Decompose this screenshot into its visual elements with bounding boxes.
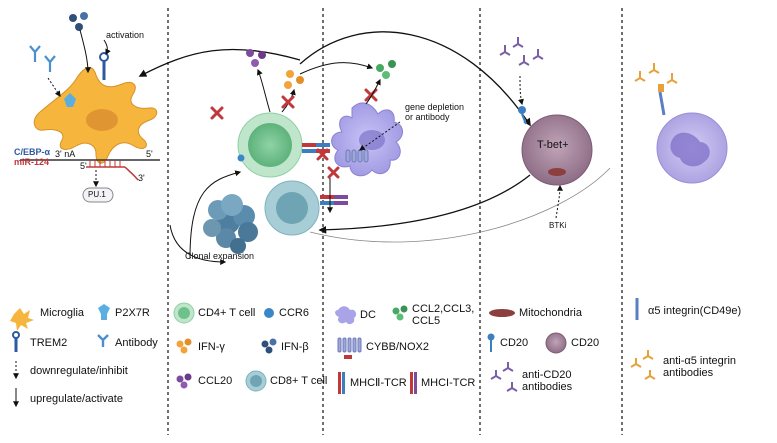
- ifng-dots: [284, 70, 304, 89]
- cytokine-to-microglia-arrow: [138, 48, 301, 77]
- microglia-cell: [33, 66, 158, 164]
- cebp-label: C/EBP-α: [14, 147, 51, 157]
- gene-depletion-label-1: gene depletion: [405, 102, 465, 112]
- dendritic-cell: [331, 102, 403, 177]
- legend-downregulate: downregulate/inhibit: [30, 365, 128, 377]
- clonal-expansion-label: Clonal expansion: [185, 251, 255, 261]
- ccl-dots: [376, 60, 396, 79]
- a5-integrin-receptor: [658, 84, 666, 116]
- legend-icons: [10, 298, 656, 408]
- ccl20-arrow: [256, 68, 271, 113]
- ifnb-dots: [69, 12, 88, 31]
- legend-upregulate: upregulate/activate: [30, 393, 123, 405]
- legend-ccl-1: CCL2,CCL3,: [412, 303, 475, 315]
- gene-depletion-arrow: [359, 121, 401, 151]
- legend-cybb: CYBB/NOX2: [366, 341, 429, 353]
- clonal-expansion-cluster: [203, 194, 258, 254]
- legend-ccr6: CCR6: [279, 307, 309, 319]
- tbet-label: T-bet+: [537, 139, 569, 151]
- legend-antibody: Antibody: [115, 337, 158, 349]
- legend-anti-a5-2: antibodies: [663, 367, 714, 379]
- legend-ccl20: CCL20: [198, 375, 233, 387]
- ifnb-arrow: [79, 29, 91, 74]
- cd8-t-cell: [264, 180, 320, 236]
- cd4-t-cell: [237, 112, 303, 178]
- legend-p2x7r: P2X7R: [115, 307, 150, 319]
- dc-ccl-arrow: [299, 62, 374, 75]
- legend-microglia: Microglia: [40, 307, 85, 319]
- anti-cd20-antibodies-top: [499, 37, 544, 66]
- anti-cd20-arrow: [518, 75, 524, 106]
- activation-label: activation: [106, 30, 145, 40]
- column-dividers: [167, 8, 623, 435]
- three-na-label: 3' nA: [55, 149, 76, 159]
- faint-loop: [309, 167, 611, 243]
- inhibit-arrow: [47, 77, 61, 97]
- btki-arrow: [555, 184, 563, 219]
- legend-anti-a5-1: anti-α5 integrin: [663, 355, 737, 367]
- ccl-arrow: [365, 78, 381, 105]
- mhc1-tcr-synapse: [320, 195, 348, 205]
- legend-anti-cd20-1: anti-CD20: [522, 369, 572, 381]
- legend-trem2: TREM2: [30, 337, 68, 349]
- cybb-nox2: [345, 149, 369, 163]
- legend-ifng: IFN-γ: [198, 341, 225, 353]
- trem2-receptor-icon: [99, 52, 109, 80]
- pu1-box: [82, 187, 114, 203]
- anti-a5-antibodies-top: [634, 63, 678, 84]
- p2x7r-receptor-icon: [64, 93, 76, 107]
- legend-cd4: CD4+ T cell: [198, 307, 256, 319]
- activation-arrow: [103, 39, 111, 56]
- antibody-pair-icon: [29, 45, 56, 72]
- cd4-loop-arrow: [189, 170, 242, 259]
- neutrophil-cell: [656, 112, 728, 184]
- bcell-to-cd8-arrow: [318, 174, 531, 234]
- five-prime-b-label: 5': [80, 161, 87, 171]
- legend-mito: Mitochondria: [519, 307, 582, 319]
- legend-a5: α5 integrin(CD49e): [648, 305, 742, 317]
- legend-ccl-2: CCL5: [412, 315, 441, 327]
- inhibition-x-marks: [210, 88, 378, 179]
- ccl20-dots: [246, 49, 266, 67]
- gene-depletion-label-2: or antibody: [405, 112, 450, 122]
- btki-label: BTKi: [549, 221, 567, 230]
- legend-mhc2: MHCⅡ-TCR: [350, 377, 407, 389]
- legend-dc: DC: [360, 309, 376, 321]
- mirna-duplex: [20, 159, 160, 181]
- legend-anti-cd20-2: antibodies: [522, 381, 573, 393]
- legend-cd8: CD8+ T cell: [270, 375, 328, 387]
- legend-mhc1: MHCI-TCR: [421, 377, 476, 389]
- to-bcell-arrow: [299, 31, 531, 127]
- three-prime-label: 3': [138, 173, 145, 183]
- legend-ifnb: IFN-β: [281, 341, 309, 353]
- pu1-label: PU.1: [88, 190, 106, 199]
- legend-cd20-a: CD20: [500, 337, 529, 349]
- mir124-label: miR-124: [14, 157, 50, 167]
- mhc2-tcr-synapse: [302, 143, 330, 153]
- five-prime-a-label: 5': [146, 149, 153, 159]
- legend-cd20-b: CD20: [571, 337, 600, 349]
